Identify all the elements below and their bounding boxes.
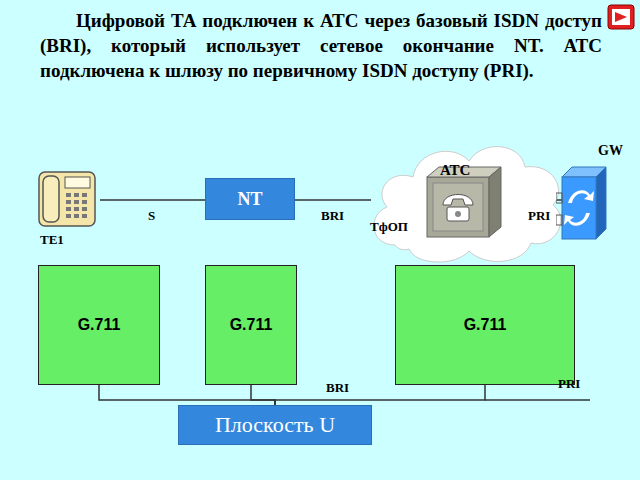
node-text: G.711 [230, 316, 273, 334]
node-text: ТфОП [370, 219, 408, 235]
codec-box: G.711 [205, 265, 297, 385]
nt-box: NT [205, 178, 295, 220]
codec-box: G.711 [395, 265, 575, 385]
interface-label: BRI [326, 380, 349, 396]
node-text: G.711 [464, 316, 507, 334]
corner-button [608, 5, 634, 29]
connector-line [275, 385, 485, 405]
gateway: GW [556, 165, 611, 240]
interface-label: PRI [558, 376, 580, 392]
title-text: Цифровой ТА подключен к АТС через базовы… [40, 8, 602, 83]
connector-line [251, 385, 275, 405]
connector-line [295, 199, 371, 201]
node-text: TE1 [40, 232, 64, 248]
link-label: PRI [528, 208, 550, 224]
terminal-phone: TE1 [35, 168, 100, 230]
node-text: G.711 [78, 316, 121, 334]
link-label: S [148, 208, 155, 224]
connector-line [99, 385, 275, 405]
connector-line [100, 199, 205, 201]
pstn-cloud: АТС ТфОП [365, 133, 570, 268]
bus-tail [485, 399, 590, 401]
node-text: АТС [440, 162, 470, 179]
node-text: NT [237, 189, 262, 210]
plane-box: Плоскость U [178, 405, 372, 445]
codec-box: G.711 [38, 265, 160, 385]
node-text: Плоскость U [215, 412, 335, 438]
node-text: GW [598, 143, 623, 159]
link-label: BRI [321, 208, 344, 224]
